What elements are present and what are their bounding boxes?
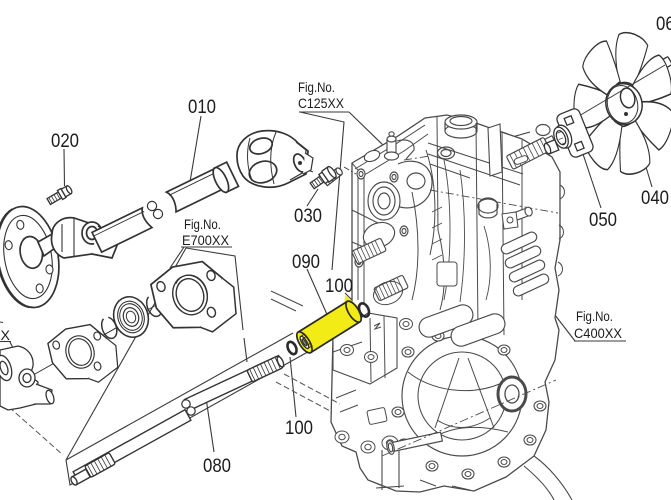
- svg-text:C125XX: C125XX: [298, 95, 345, 111]
- svg-text:100: 100: [285, 418, 313, 439]
- svg-text:030: 030: [294, 206, 322, 227]
- svg-text:020: 020: [51, 131, 79, 152]
- svg-text:060: 060: [656, 14, 671, 35]
- svg-text:Fig.No.: Fig.No.: [184, 216, 221, 232]
- svg-text:100: 100: [325, 276, 353, 297]
- svg-text:080: 080: [203, 456, 231, 477]
- svg-text:E700XX: E700XX: [182, 232, 230, 248]
- svg-text:090: 090: [292, 252, 320, 273]
- svg-text:Fig.No.: Fig.No.: [298, 79, 335, 95]
- svg-text:Fig.No.: Fig.No.: [576, 308, 613, 324]
- svg-text:040: 040: [641, 188, 669, 209]
- svg-text:XX: XX: [0, 327, 11, 343]
- svg-text:010: 010: [188, 97, 216, 118]
- svg-text:050: 050: [589, 210, 617, 231]
- svg-text:C400XX: C400XX: [574, 325, 623, 341]
